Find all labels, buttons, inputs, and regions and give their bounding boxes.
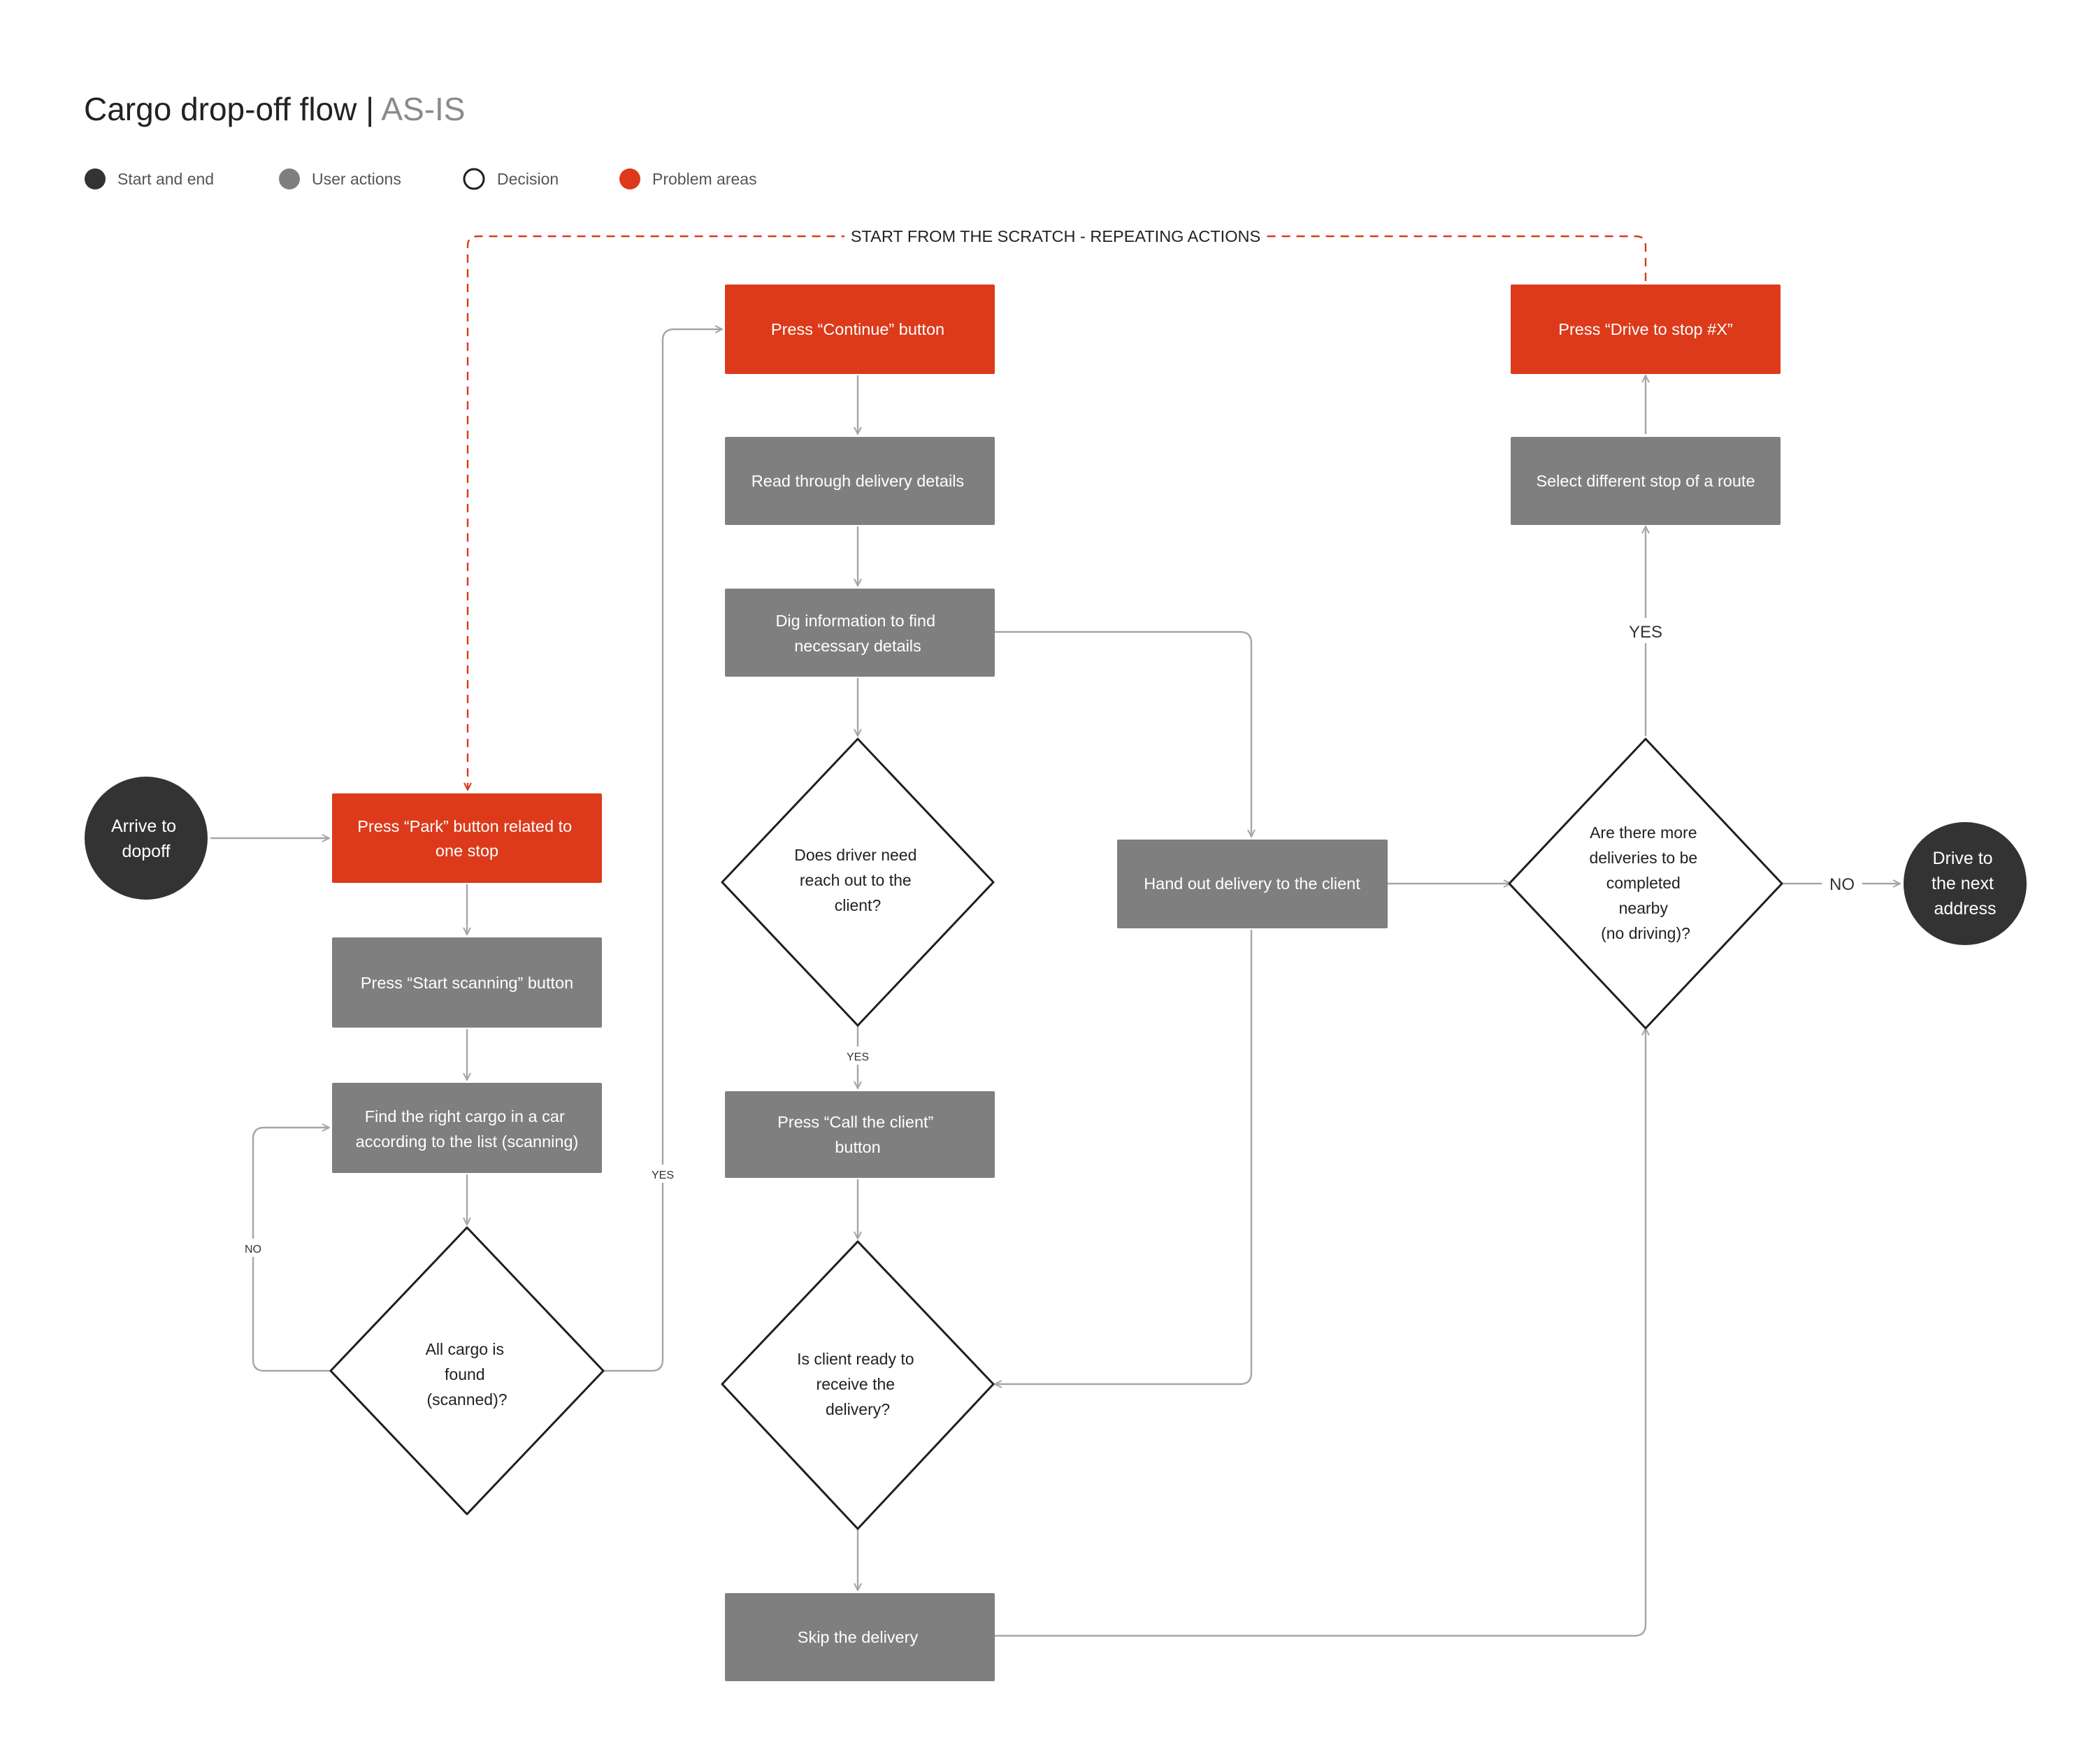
- node-need-reach-out: Does driver need reach out to the client…: [721, 737, 995, 1027]
- node-drive-to-stop: Press “Drive to stop #X”: [1511, 285, 1781, 374]
- node-press-park: Press “Park” button related to one stop: [332, 793, 602, 883]
- node-hand-out: Hand out delivery to the client: [1117, 840, 1388, 928]
- legend: Start and end User actions Decision Prob…: [85, 168, 757, 190]
- dig-info-label: Dig information to find necessary detail…: [775, 612, 940, 655]
- label-bg-no-cargo: [239, 1239, 267, 1257]
- node-client-ready: Is client ready to receive the delivery?: [721, 1240, 995, 1530]
- node-select-stop: Select different stop of a route: [1511, 437, 1781, 525]
- node-call-client: Press “Call the client” button: [725, 1091, 995, 1178]
- node-all-cargo-found: All cargo is found (scanned)?: [329, 1226, 605, 1516]
- more-deliveries-diamond: [1508, 737, 1783, 1030]
- skip-delivery-box: [725, 1593, 995, 1681]
- repeat-loop-connector: [468, 235, 1647, 790]
- node-start-scanning: Press “Start scanning” button: [332, 937, 602, 1028]
- edge-dig-to-hand-out: [993, 631, 1251, 837]
- banner-background: [844, 224, 1267, 249]
- hand-out-box: [1117, 840, 1388, 928]
- press-park-label: Press “Park” button related to one stop: [357, 817, 576, 860]
- legend-start-end-label: Start and end: [117, 170, 214, 188]
- more-deliveries-label: Are there more deliveries to be complete…: [1589, 823, 1702, 942]
- node-arrive: Arrive to dopoff: [85, 777, 208, 900]
- call-client-box: [725, 1091, 995, 1178]
- edge-label-no-cargo: NO: [245, 1244, 261, 1255]
- press-park-box: [332, 793, 602, 883]
- legend-problem-label: Problem areas: [652, 170, 757, 188]
- client-ready-diamond: [721, 1240, 995, 1530]
- connectors: [210, 329, 1900, 1637]
- call-client-label: Press “Call the client” button: [777, 1113, 938, 1156]
- need-reach-out-label: Does driver need reach out to the client…: [794, 846, 921, 914]
- legend-user-action-label: User actions: [312, 170, 401, 188]
- edge-hand-out-to-ready: [995, 930, 1253, 1384]
- drive-to-stop-label: Press “Drive to stop #X”: [1558, 320, 1732, 338]
- page-title: Cargo drop-off flow | AS-IS: [84, 91, 466, 127]
- drive-next-label: Drive to the next address: [1932, 849, 1999, 919]
- select-stop-label: Select different stop of a route: [1536, 472, 1755, 490]
- legend-user-action-icon: [279, 168, 300, 189]
- all-cargo-found-diamond: [329, 1226, 605, 1516]
- edge-label-yes-reach: YES: [847, 1051, 869, 1063]
- node-drive-next: Drive to the next address: [1904, 822, 2027, 945]
- arrive-circle: [85, 777, 208, 900]
- edge-skip-to-more: [993, 1028, 1646, 1637]
- node-press-continue: Press “Continue” button: [725, 285, 995, 374]
- repeat-loop-banner: START FROM THE SCRATCH - REPEATING ACTIO…: [851, 227, 1260, 245]
- legend-decision-icon: [463, 168, 485, 190]
- find-cargo-label: Find the right cargo in a car according …: [356, 1107, 579, 1151]
- title-main: Cargo drop-off flow: [84, 91, 357, 127]
- legend-problem-icon: [619, 168, 640, 189]
- edge-cargo-yes-to-continue: [603, 329, 722, 1372]
- node-skip-delivery: Skip the delivery: [725, 1593, 995, 1681]
- read-details-label: Read through delivery details: [751, 472, 964, 490]
- node-find-cargo: Find the right cargo in a car according …: [332, 1083, 602, 1173]
- label-bg-yes-cargo: [647, 1165, 679, 1183]
- arrive-label: Arrive to dopoff: [111, 816, 181, 861]
- start-scanning-label: Press “Start scanning” button: [361, 974, 573, 992]
- select-stop-box: [1511, 437, 1781, 525]
- client-ready-label: Is client ready to receive the delivery?: [797, 1350, 919, 1418]
- skip-delivery-label: Skip the delivery: [798, 1628, 919, 1646]
- node-dig-info: Dig information to find necessary detail…: [725, 589, 995, 677]
- dig-info-box: [725, 589, 995, 677]
- hand-out-label: Hand out delivery to the client: [1144, 875, 1360, 893]
- label-bg-yes-more: [1623, 618, 1668, 643]
- need-reach-out-diamond: [721, 737, 995, 1027]
- drive-to-stop-box: [1511, 285, 1781, 374]
- node-more-deliveries: Are there more deliveries to be complete…: [1508, 737, 1783, 1030]
- find-cargo-box: [332, 1083, 602, 1173]
- edge-label-no-more: NO: [1829, 875, 1855, 894]
- edge-label-yes-cargo: YES: [652, 1170, 674, 1181]
- title-sub: AS-IS: [381, 91, 465, 127]
- read-details-box: [725, 437, 995, 525]
- label-bg-no-more: [1822, 871, 1862, 896]
- press-continue-label: Press “Continue” button: [771, 320, 944, 338]
- label-bg-yes-reach: [842, 1046, 874, 1065]
- start-scanning-box: [332, 937, 602, 1028]
- title-separator: |: [357, 91, 381, 127]
- press-continue-box: [725, 285, 995, 374]
- edge-label-yes-more: YES: [1629, 623, 1662, 642]
- drive-next-circle: [1904, 822, 2027, 945]
- all-cargo-found-label: All cargo is found (scanned)?: [426, 1340, 509, 1409]
- legend-decision-label: Decision: [497, 170, 559, 188]
- node-read-details: Read through delivery details: [725, 437, 995, 525]
- legend-start-end-icon: [85, 168, 106, 189]
